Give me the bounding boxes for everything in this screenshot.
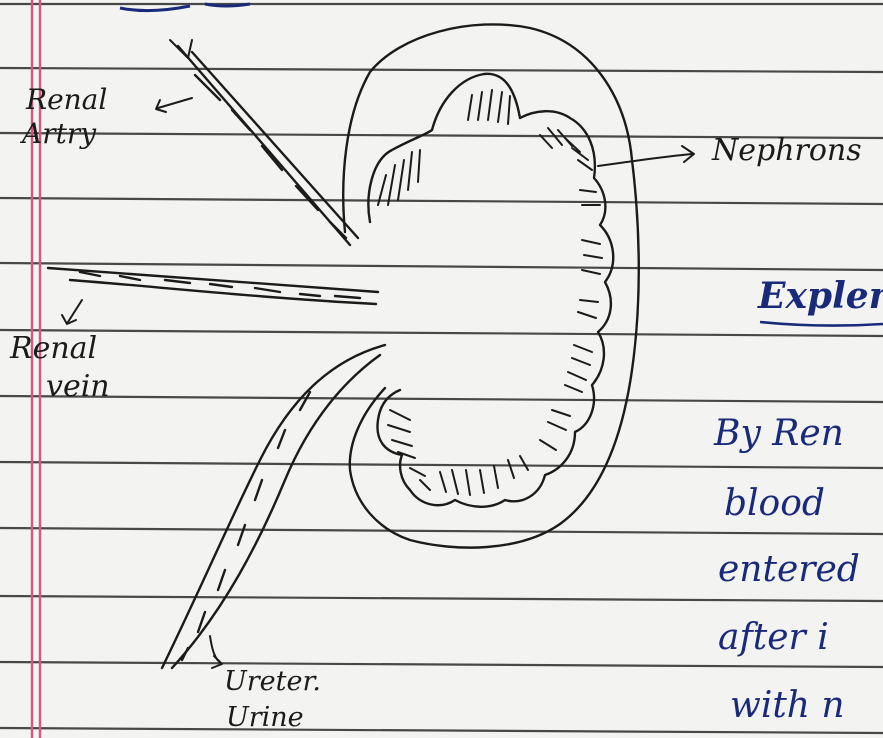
nephrons-label: Nephrons (712, 136, 862, 166)
renal-vein-label-line2: vein (46, 372, 110, 402)
renal-artery-label-line1: Renal (26, 86, 107, 114)
renal-artery-label-line2: Artry (22, 120, 96, 148)
text-line-5: with n (730, 688, 845, 724)
renal-vein-label-line1: Renal (10, 334, 97, 364)
ureter-label-line2: Urine (226, 704, 304, 731)
explanation-heading: Explen (758, 278, 883, 314)
text-line-2: blood (724, 486, 825, 522)
text-line-1: By Ren (714, 416, 844, 452)
text-line-3: entered (718, 552, 860, 588)
ureter-label-line1: Ureter. (224, 668, 321, 695)
text-line-4: after i (718, 620, 829, 656)
